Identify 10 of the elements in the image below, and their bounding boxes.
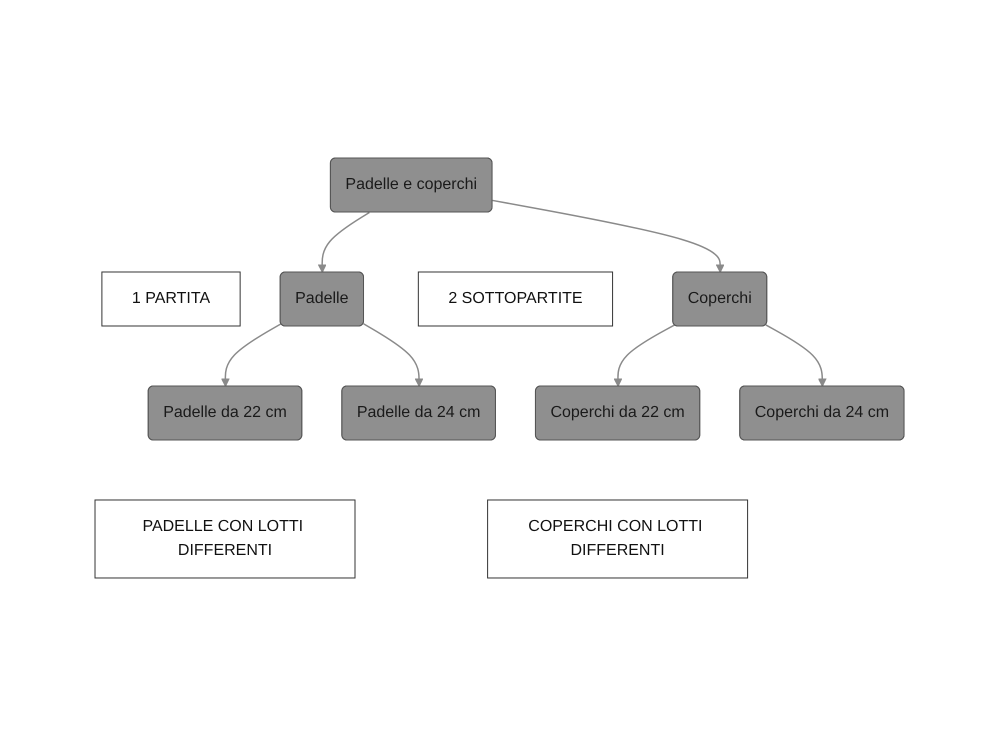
node-box: COPERCHI CON LOTTI DIFFERENTI: [487, 498, 748, 578]
arrow: [614, 324, 675, 386]
arrow: [363, 322, 424, 386]
node-box: 2 SOTTOPARTITE: [418, 271, 614, 326]
node-box: PADELLE CON LOTTI DIFFERENTI: [94, 498, 356, 578]
arrow: [318, 211, 370, 272]
arrow: [220, 322, 282, 386]
arrow: [492, 199, 724, 272]
arrow: [765, 324, 827, 386]
node-box: 1 PARTITA: [101, 271, 241, 326]
